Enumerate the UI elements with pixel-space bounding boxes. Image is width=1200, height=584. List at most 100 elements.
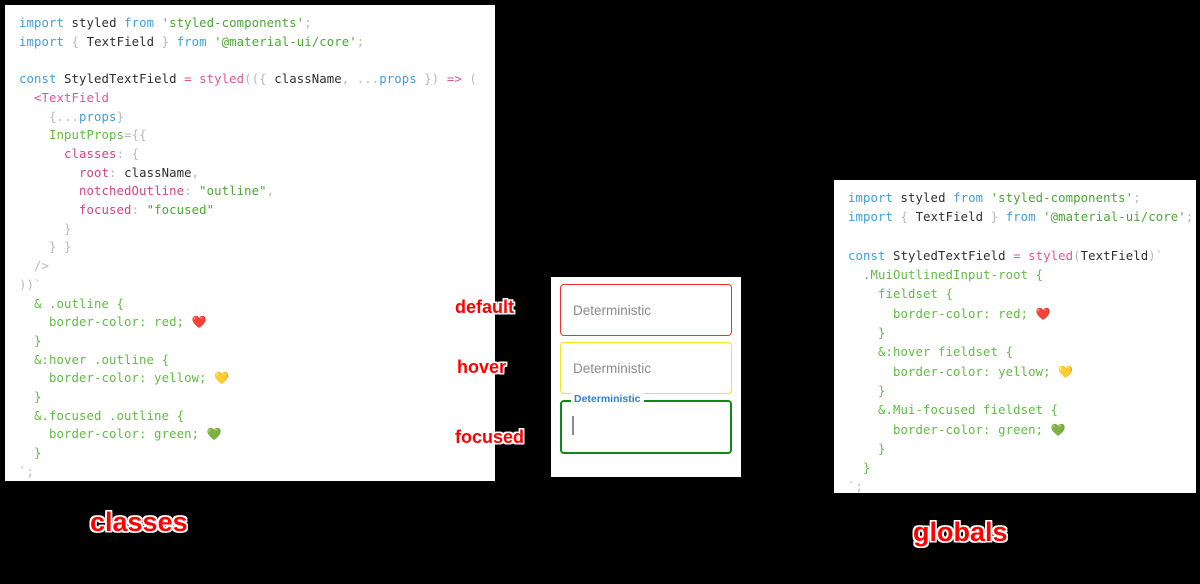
- code-token: [154, 16, 162, 30]
- code-token: :: [116, 146, 132, 161]
- code-token: TextField: [79, 34, 162, 49]
- code-token: }: [848, 461, 871, 476]
- code-token: (: [461, 72, 477, 87]
- code-token: [117, 16, 125, 30]
- code-token: [439, 72, 447, 86]
- code-line: fieldset {: [848, 285, 1196, 304]
- code-token: ❤️: [191, 315, 207, 330]
- code-token: &.focused .outline {: [19, 408, 185, 423]
- code-token: notchedOutline: [79, 184, 185, 199]
- code-token: border-color: green;: [848, 422, 1051, 437]
- code-line: & .outline {: [19, 295, 495, 314]
- code-line: border-color: yellow; 💛: [848, 363, 1196, 382]
- code-token: '@material-ui/core': [214, 34, 357, 49]
- code-line: <TextField: [19, 89, 495, 108]
- code-token: ((: [244, 72, 260, 87]
- code-token: `;: [19, 464, 35, 479]
- code-token: [19, 259, 34, 273]
- code-line: `;: [19, 463, 495, 481]
- code-token: [983, 191, 991, 205]
- code-token: fieldset {: [848, 287, 954, 302]
- code-token: 💚: [206, 427, 222, 442]
- notched-outline: [560, 400, 732, 454]
- code-token: `;: [848, 480, 864, 493]
- code-token: const: [19, 72, 57, 87]
- code-token: InputProps: [49, 128, 125, 143]
- code-token: classes: [64, 146, 117, 161]
- annotation-focused: focused: [455, 427, 525, 447]
- code-token: [946, 191, 954, 205]
- code-line: {...props}: [19, 108, 495, 127]
- code-line: } }: [19, 238, 495, 257]
- code-token: '@material-ui/core': [1043, 210, 1186, 225]
- code-token: }: [848, 383, 886, 398]
- textfield-hover[interactable]: Deterministic: [560, 342, 732, 394]
- textfield-focused-label: Deterministic: [571, 393, 644, 405]
- code-token: } }: [49, 240, 72, 255]
- code-token: border-color: green;: [19, 427, 207, 442]
- code-line: import styled from 'styled-components';: [19, 14, 495, 33]
- code-token: }: [990, 210, 999, 225]
- code-token: from: [953, 191, 984, 205]
- code-token: [998, 210, 1006, 224]
- code-line: classes: {: [19, 145, 495, 164]
- code-token: }: [848, 441, 886, 456]
- code-token: props: [79, 109, 117, 124]
- code-token: [19, 184, 79, 198]
- code-token: className: [274, 72, 342, 87]
- code-panel-classes: import styled from 'styled-components';i…: [5, 5, 495, 481]
- code-line: &:hover .outline {: [19, 351, 495, 370]
- code-token: {: [131, 146, 140, 161]
- code-token: [19, 147, 64, 161]
- code-line: const StyledTextField = styled(({ classN…: [19, 70, 495, 89]
- code-token: 'styled-components': [990, 191, 1134, 205]
- code-line: &.focused .outline {: [19, 407, 495, 426]
- code-token: from: [1005, 210, 1036, 225]
- code-line: `;: [848, 478, 1196, 493]
- code-line: }: [19, 332, 495, 351]
- code-line: border-color: yellow; 💛: [19, 369, 495, 388]
- code-token: <TextField: [34, 90, 110, 105]
- code-line: import styled from 'styled-components';: [848, 189, 1196, 208]
- code-token: ;: [1133, 191, 1141, 205]
- code-panel-globals: import styled from 'styled-components';i…: [834, 180, 1196, 493]
- code-token: import: [19, 16, 65, 30]
- code-line: &.Mui-focused fieldset {: [848, 401, 1196, 420]
- textfield-default-text: Deterministic: [573, 302, 652, 318]
- code-token: root: [79, 165, 110, 180]
- code-token: 'styled-components': [161, 16, 305, 30]
- code-token: 💛: [214, 371, 230, 386]
- textfield-focused[interactable]: Deterministic: [560, 393, 732, 454]
- code-token: .MuiOutlinedInput-root {: [848, 268, 1044, 283]
- code-line: border-color: red; ❤️: [848, 305, 1196, 324]
- code-token: styled: [199, 72, 245, 87]
- code-token: import: [19, 34, 65, 49]
- code-token: "focused": [146, 203, 215, 218]
- code-token: props: [379, 72, 417, 87]
- code-token: &:hover .outline {: [19, 352, 170, 367]
- code-token: }: [19, 446, 42, 461]
- code-token: [349, 72, 357, 86]
- code-line: InputProps={{: [19, 126, 495, 145]
- code-token: }: [848, 326, 886, 341]
- text-caret: [572, 416, 574, 435]
- code-token: [19, 128, 49, 142]
- code-token: =: [184, 72, 192, 87]
- code-token: />: [34, 259, 50, 274]
- code-token: [19, 91, 34, 105]
- textfield-hover-text: Deterministic: [573, 360, 652, 376]
- code-token: styled: [900, 191, 946, 205]
- code-line: root: className,: [19, 164, 495, 183]
- textfield-default[interactable]: Deterministic: [560, 284, 732, 336]
- code-token: {{: [131, 128, 147, 143]
- textfield-demo-card: Deterministic Deterministic Deterministi…: [551, 277, 741, 477]
- code-token: border-color: yellow;: [19, 371, 215, 386]
- code-token: &.Mui-focused fieldset {: [848, 403, 1059, 418]
- code-line: }: [19, 220, 495, 239]
- code-token: ...: [356, 72, 380, 87]
- code-token: TextField: [1080, 248, 1149, 263]
- code-token: from: [176, 34, 207, 49]
- code-token: {: [71, 34, 80, 49]
- code-token: [893, 210, 901, 224]
- code-token: }: [64, 221, 72, 236]
